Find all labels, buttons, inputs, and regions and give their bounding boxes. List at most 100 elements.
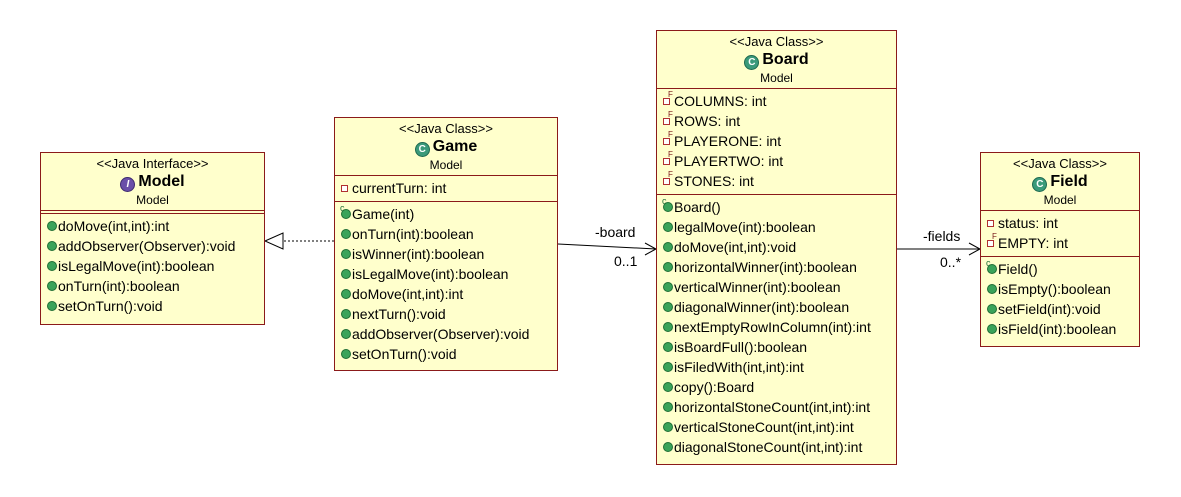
stereotype-label: <<Java Class>> <box>399 121 493 136</box>
class-icon: C <box>1032 177 1048 192</box>
attribute-row[interactable]: status: int <box>981 213 1139 233</box>
method-row[interactable]: legalMove(int):boolean <box>657 217 896 237</box>
public-icon <box>46 296 57 316</box>
method-row[interactable]: diagonalStoneCount(int,int):int <box>657 437 896 457</box>
package-label: Model <box>429 158 463 172</box>
public-icon <box>662 277 673 297</box>
public-icon <box>46 216 57 236</box>
public-icon <box>340 244 351 264</box>
fields-multiplicity-label: 0..* <box>940 254 962 270</box>
method-row[interactable]: isEmpty():boolean <box>981 279 1139 299</box>
method-row[interactable]: horizontalWinner(int):boolean <box>657 257 896 277</box>
public-icon <box>662 417 673 437</box>
method-row[interactable]: isLegalMove(int):boolean <box>335 264 557 284</box>
private-final-icon: F <box>662 90 673 111</box>
public-icon <box>340 264 351 284</box>
public-icon <box>986 299 997 319</box>
method-row[interactable]: verticalStoneCount(int,int):int <box>657 417 896 437</box>
private-final-icon: F <box>662 170 673 191</box>
attribute-row[interactable]: currentTurn: int <box>335 178 557 198</box>
attribute-compartment: currentTurn: int <box>335 175 557 201</box>
class-icon: C <box>744 55 760 70</box>
public-icon <box>662 337 673 357</box>
public-icon <box>662 217 673 237</box>
public-icon <box>662 377 673 397</box>
method-row[interactable]: nextTurn():void <box>335 304 557 324</box>
stereotype-label: <<Java Interface>> <box>96 156 209 171</box>
public-icon <box>662 357 673 377</box>
method-row[interactable]: doMove(int,int):int <box>335 284 557 304</box>
realization-arrowhead <box>263 232 284 250</box>
method-row[interactable]: setOnTurn():void <box>41 296 264 316</box>
package-label: Model <box>760 71 793 85</box>
public-icon <box>662 257 673 277</box>
class-name: Board <box>762 51 809 68</box>
method-row[interactable]: verticalWinner(int):boolean <box>657 277 896 297</box>
method-row[interactable]: onTurn(int):boolean <box>335 224 557 244</box>
public-icon <box>340 324 351 344</box>
private-final-icon: F <box>662 150 673 171</box>
method-row[interactable]: nextEmptyRowInColumn(int):int <box>657 317 896 337</box>
stereotype-label: <<Java Class>> <box>1013 156 1107 171</box>
board-role-label: -board <box>595 224 636 240</box>
attribute-compartment <box>41 210 264 213</box>
method-row[interactable]: isFiledWith(int,int):int <box>657 357 896 377</box>
class-name: Field <box>1050 173 1088 190</box>
public-icon <box>662 317 673 337</box>
method-row[interactable]: isField(int):boolean <box>981 319 1139 339</box>
method-row[interactable]: onTurn(int):boolean <box>41 276 264 296</box>
method-row[interactable]: addObserver(Observer):void <box>335 324 557 344</box>
public-icon <box>46 256 57 276</box>
public-icon <box>340 284 351 304</box>
method-row[interactable]: horizontalStoneCount(int,int):int <box>657 397 896 417</box>
method-row[interactable]: setField(int):void <box>981 299 1139 319</box>
constructor-icon: c <box>662 196 673 217</box>
board-association-line <box>557 243 657 250</box>
public-icon <box>340 304 351 324</box>
public-icon <box>986 279 997 299</box>
method-row[interactable]: copy():Board <box>657 377 896 397</box>
fields-role-label: -fields <box>923 228 961 244</box>
private-icon <box>340 178 351 198</box>
method-row[interactable]: doMove(int,int):int <box>41 216 264 236</box>
class-name: Game <box>432 138 478 155</box>
method-row[interactable]: isBoardFull():boolean <box>657 337 896 357</box>
method-row[interactable]: doMove(int,int):void <box>657 237 896 257</box>
public-icon <box>986 319 997 339</box>
stereotype-label: <<Java Class>> <box>729 34 824 49</box>
public-icon <box>340 344 351 364</box>
constructor-icon: c <box>986 258 997 279</box>
public-icon <box>662 297 673 317</box>
method-row[interactable]: addObserver(Observer):void <box>41 236 264 256</box>
public-icon <box>46 236 57 256</box>
method-row[interactable]: diagonalWinner(int):boolean <box>657 297 896 317</box>
method-row[interactable]: isLegalMove(int):boolean <box>41 256 264 276</box>
method-row[interactable]: isWinner(int):boolean <box>335 244 557 264</box>
constructor-icon: c <box>340 203 351 224</box>
class-name: Model <box>138 173 185 190</box>
interface-icon: I <box>120 177 136 192</box>
method-row[interactable]: setOnTurn():void <box>335 344 557 364</box>
